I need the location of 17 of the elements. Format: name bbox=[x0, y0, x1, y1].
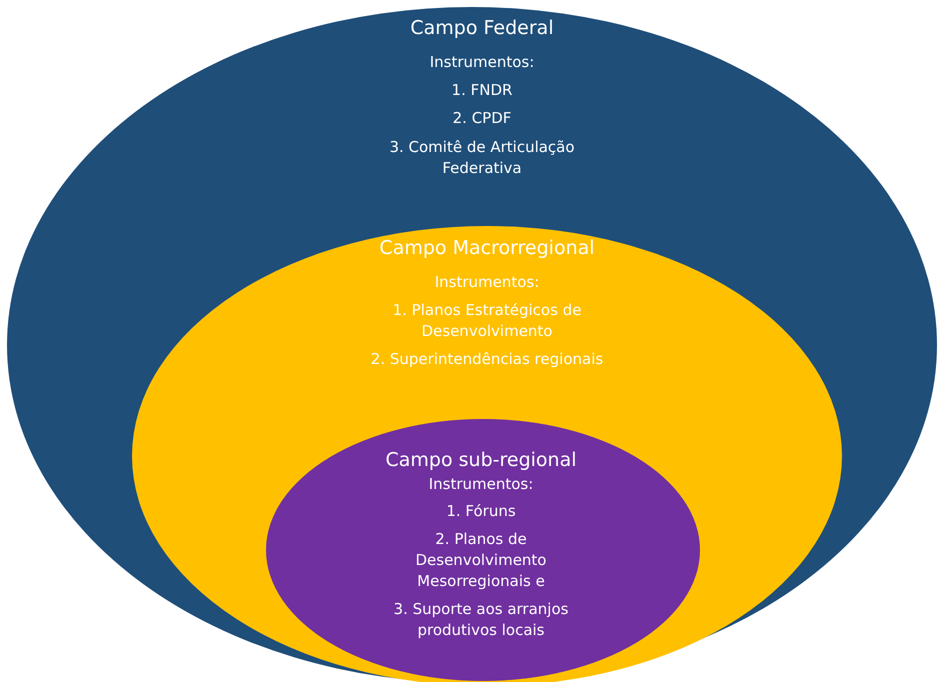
section-heading: Instrumentos: bbox=[428, 474, 534, 495]
region-title: Campo Federal bbox=[409, 16, 555, 40]
region-title: Campo sub-regional bbox=[384, 448, 578, 472]
ellipse-region bbox=[4, 4, 939, 682]
ellipse-region bbox=[264, 418, 702, 682]
ellipse-region bbox=[130, 224, 845, 682]
section-heading: Instrumentos: bbox=[434, 272, 540, 293]
list-item: 1. FNDR bbox=[450, 80, 514, 101]
region-title: Campo Macrorregional bbox=[378, 236, 596, 260]
list-item: 3. Comitê de Articulação Federativa bbox=[388, 137, 576, 179]
list-item: 3. Suporte aos arranjos produtivos locais bbox=[392, 599, 570, 641]
list-item: 2. Planos de Desenvolvimento Mesorregionais e bbox=[414, 529, 548, 592]
list-item: 2. CPDF bbox=[452, 108, 512, 129]
section-heading: Instrumentos: bbox=[428, 52, 536, 73]
list-item: 2. Superintendências regionais bbox=[370, 349, 604, 370]
list-item: 1. Fóruns bbox=[445, 501, 517, 522]
list-item: 1. Planos Estratégicos de Desenvolvimento bbox=[392, 300, 582, 342]
